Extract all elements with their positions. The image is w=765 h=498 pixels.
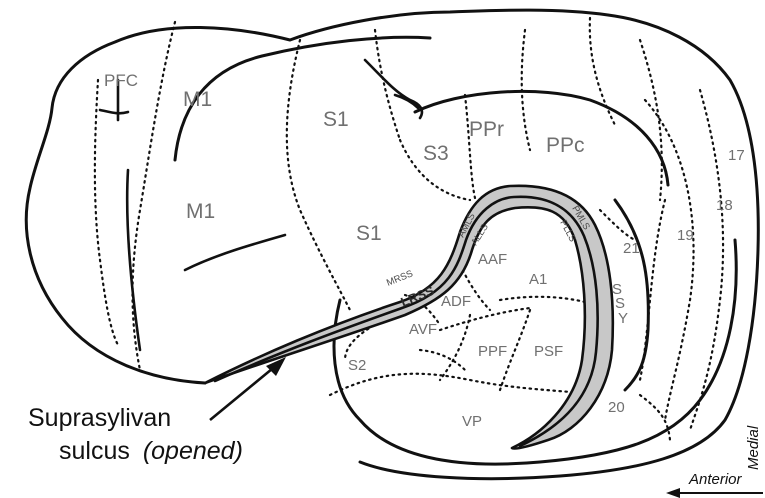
label-mrss: MRSS [385,268,415,288]
label-ppc: PPc [546,134,585,157]
anterior-label: Anterior [688,471,743,488]
label-ppf: PPF [478,343,507,360]
occipital-arc [415,91,668,185]
orientation-indicator: Anterior Medial [666,425,763,498]
label-psf: PSF [534,343,563,360]
label-20: 20 [608,399,625,416]
label-18: 18 [716,197,733,214]
suprasylvian-sulcus-band [205,186,613,449]
frontal-lobe-fold [175,37,430,160]
label-17: 17 [728,147,745,164]
label-s3: S3 [423,142,449,165]
area-labels: PFC M1 M1 S1 S1 S3 PPr PPc 17 18 19 21 2… [104,71,745,430]
label-m1-lower: M1 [186,200,215,223]
label-21: 21 [623,240,640,257]
label-a1: A1 [529,271,547,288]
label-s1-upper: S1 [323,108,349,131]
label-avf: AVF [409,321,437,338]
label-pfc: PFC [104,71,138,90]
ansate-sulcus [365,60,422,118]
caption-line-1: Suprasylivan [28,404,171,432]
caption-line-2-italic: (opened) [143,437,243,465]
coronal-sulcus [185,235,285,270]
label-s2: S2 [348,357,366,374]
label-s1-lower: S1 [356,222,382,245]
area-borders [95,18,723,440]
label-adf: ADF [441,293,471,310]
caption-line-2: sulcus (opened) [59,437,243,465]
label-vp: VP [462,413,482,430]
caption-line-2-word: sulcus [59,437,130,465]
sulcus-fundus-line [215,197,598,446]
label-19: 19 [677,227,694,244]
medial-label: Medial [745,425,762,470]
label-m1-upper: M1 [183,88,212,111]
label-ssy-y: Y [618,310,628,327]
sulcus-caption: Suprasylivan sulcus (opened) [28,404,243,465]
label-aaf: AAF [478,251,507,268]
label-ppr: PPr [469,118,504,141]
